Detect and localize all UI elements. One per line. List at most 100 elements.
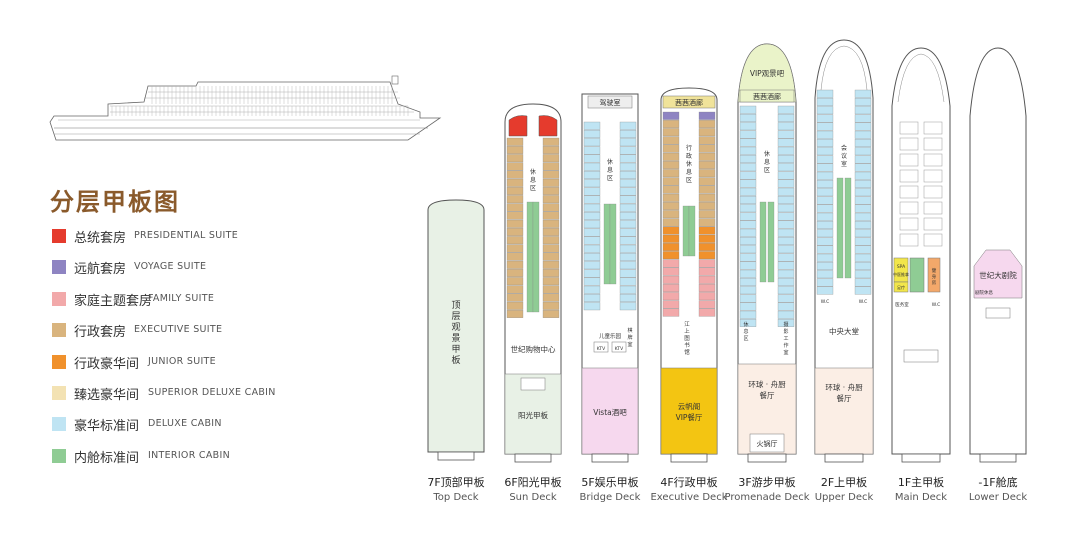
cabin-cell: [854, 171, 872, 180]
cabin-cell: [662, 251, 680, 260]
cabin-cell: [777, 187, 795, 196]
cabin-cell: [777, 245, 795, 254]
deck-bridge: 驾驶室 休息区 儿童乐园 KTV KTV 棋牌室 Vista酒吧: [581, 93, 639, 463]
area-label: 顶层观景甲板: [451, 300, 460, 366]
cabin-cell: [619, 171, 637, 179]
cabin-cell: [583, 121, 601, 130]
legend-label-zh: 内舱标准间: [74, 450, 140, 466]
cabin-cell: [542, 137, 560, 146]
deck-label-zh: 2F上甲板: [820, 476, 868, 489]
cabin-cell: [854, 89, 872, 98]
cabin-cell: [698, 210, 716, 219]
cabin-cell: [739, 310, 757, 319]
cabin-cell: [542, 162, 560, 171]
cabin-cell: [777, 138, 795, 147]
cabin-cell: [662, 210, 680, 219]
cabin-cell: [777, 155, 795, 163]
cabin-cell: [816, 245, 834, 254]
legend-swatch: [52, 354, 66, 369]
deck-label-zh: 6F阳光甲板: [504, 476, 562, 489]
cabin-cell: [854, 278, 872, 287]
legend-label-en: INTERIOR CABIN: [148, 449, 230, 461]
area-label: VIP观景吧: [750, 69, 785, 78]
cabin-cell: [739, 302, 757, 311]
cabin-cell: [583, 162, 601, 171]
cabin-cell: [583, 195, 601, 204]
legend-label-en: VOYAGE SUITE: [134, 261, 207, 273]
cabin-cell: [506, 236, 524, 245]
cabin-cell: [854, 139, 872, 147]
legend-label-zh: 远航套房: [74, 262, 127, 278]
cabin-cell: [777, 114, 795, 122]
cabin-cell: [698, 193, 716, 202]
cabin-cell: [777, 204, 795, 213]
legend-label-zh: 总统套房: [74, 231, 127, 246]
cabin-cell: [739, 163, 757, 172]
cabin-cell: [854, 221, 872, 229]
cabin-cell: [698, 251, 716, 260]
cabin-cell: [739, 122, 757, 131]
cabin-cell: [506, 203, 524, 212]
cabin-cell: [619, 187, 637, 196]
cabin-cell: [698, 267, 716, 276]
cabin-cell: [506, 244, 524, 253]
cabin-cell: [542, 187, 560, 195]
cabin-cell: [816, 114, 834, 123]
cabin-cell: [583, 302, 601, 311]
cabin-cell: [698, 128, 716, 137]
legend-label-en: SUPERIOR DELUXE CABIN: [148, 386, 276, 398]
cabin-cell: [816, 286, 834, 295]
area-label: 茜茜酒廊: [675, 98, 703, 107]
ship-side-profile: [49, 75, 442, 141]
cabin-cell: [854, 196, 872, 205]
cabin-cell: [662, 300, 680, 309]
cabin-cell: [777, 105, 795, 114]
cabin-cell: [662, 275, 680, 284]
cabin-cell: [777, 253, 795, 262]
deck-label-lower: -1F舱底 Lower Deck: [953, 474, 1043, 503]
cabin-cell: [583, 154, 601, 163]
legend-swatch: [52, 385, 66, 400]
area-label: 休息区: [530, 168, 536, 192]
cabin-cell: [662, 259, 680, 268]
cabin-cell: [662, 218, 680, 227]
cabin-cell: [682, 205, 690, 257]
cabin-cell: [542, 236, 560, 245]
deck-label-upper: 2F上甲板 Upper Deck: [799, 474, 889, 503]
cabin-cell: [583, 130, 601, 138]
area-label: 休息区: [764, 150, 770, 174]
area-label: W.C: [932, 302, 941, 308]
cabin-cell: [739, 187, 757, 196]
cabin-cell: [698, 308, 716, 317]
area-label: 餐厅: [760, 391, 775, 400]
cabin-cell: [777, 294, 795, 303]
cabin-cell: [619, 244, 637, 253]
deck-label-zh: -1F舱底: [978, 476, 1018, 489]
cabin-cell: [739, 261, 757, 270]
area-label: 会议室: [841, 144, 847, 168]
deck-label-en: Upper Deck: [814, 492, 874, 503]
deck-upper: 会议室 W.C W.C 中央大堂 环球 · 舟厨 餐厅: [814, 39, 874, 463]
cabin-cell: [662, 136, 680, 145]
cabin-cell: [854, 122, 872, 131]
cabin-cell: [777, 237, 795, 245]
deck-promenade: VIP观景吧 茜茜酒廊 休息区 休息区 摄影工作室 环球 · 舟厨 餐厅 火锅厅: [737, 43, 797, 463]
cabin-cell: [698, 136, 716, 145]
cabin-cell: [542, 244, 560, 253]
cabin-cell: [662, 292, 680, 301]
cabin-cell: [816, 163, 834, 172]
cabin-cell: [542, 170, 560, 179]
cabin-cell: [739, 245, 757, 254]
deck-top: 顶层观景甲板: [427, 199, 485, 461]
cabin-cell: [506, 228, 524, 236]
cabin-cell: [619, 294, 637, 302]
cabin-cell: [854, 147, 872, 156]
cabin-cell: [583, 236, 601, 245]
legend-swatch: [52, 417, 66, 432]
cabin-cell: [854, 262, 872, 270]
legend-label-zh: 臻选豪华间: [74, 387, 140, 403]
cabin-cell: [619, 162, 637, 171]
cabin-cell: [619, 121, 637, 130]
area-label: 世纪购物中心: [511, 344, 556, 354]
cabin-cell: [739, 130, 757, 139]
